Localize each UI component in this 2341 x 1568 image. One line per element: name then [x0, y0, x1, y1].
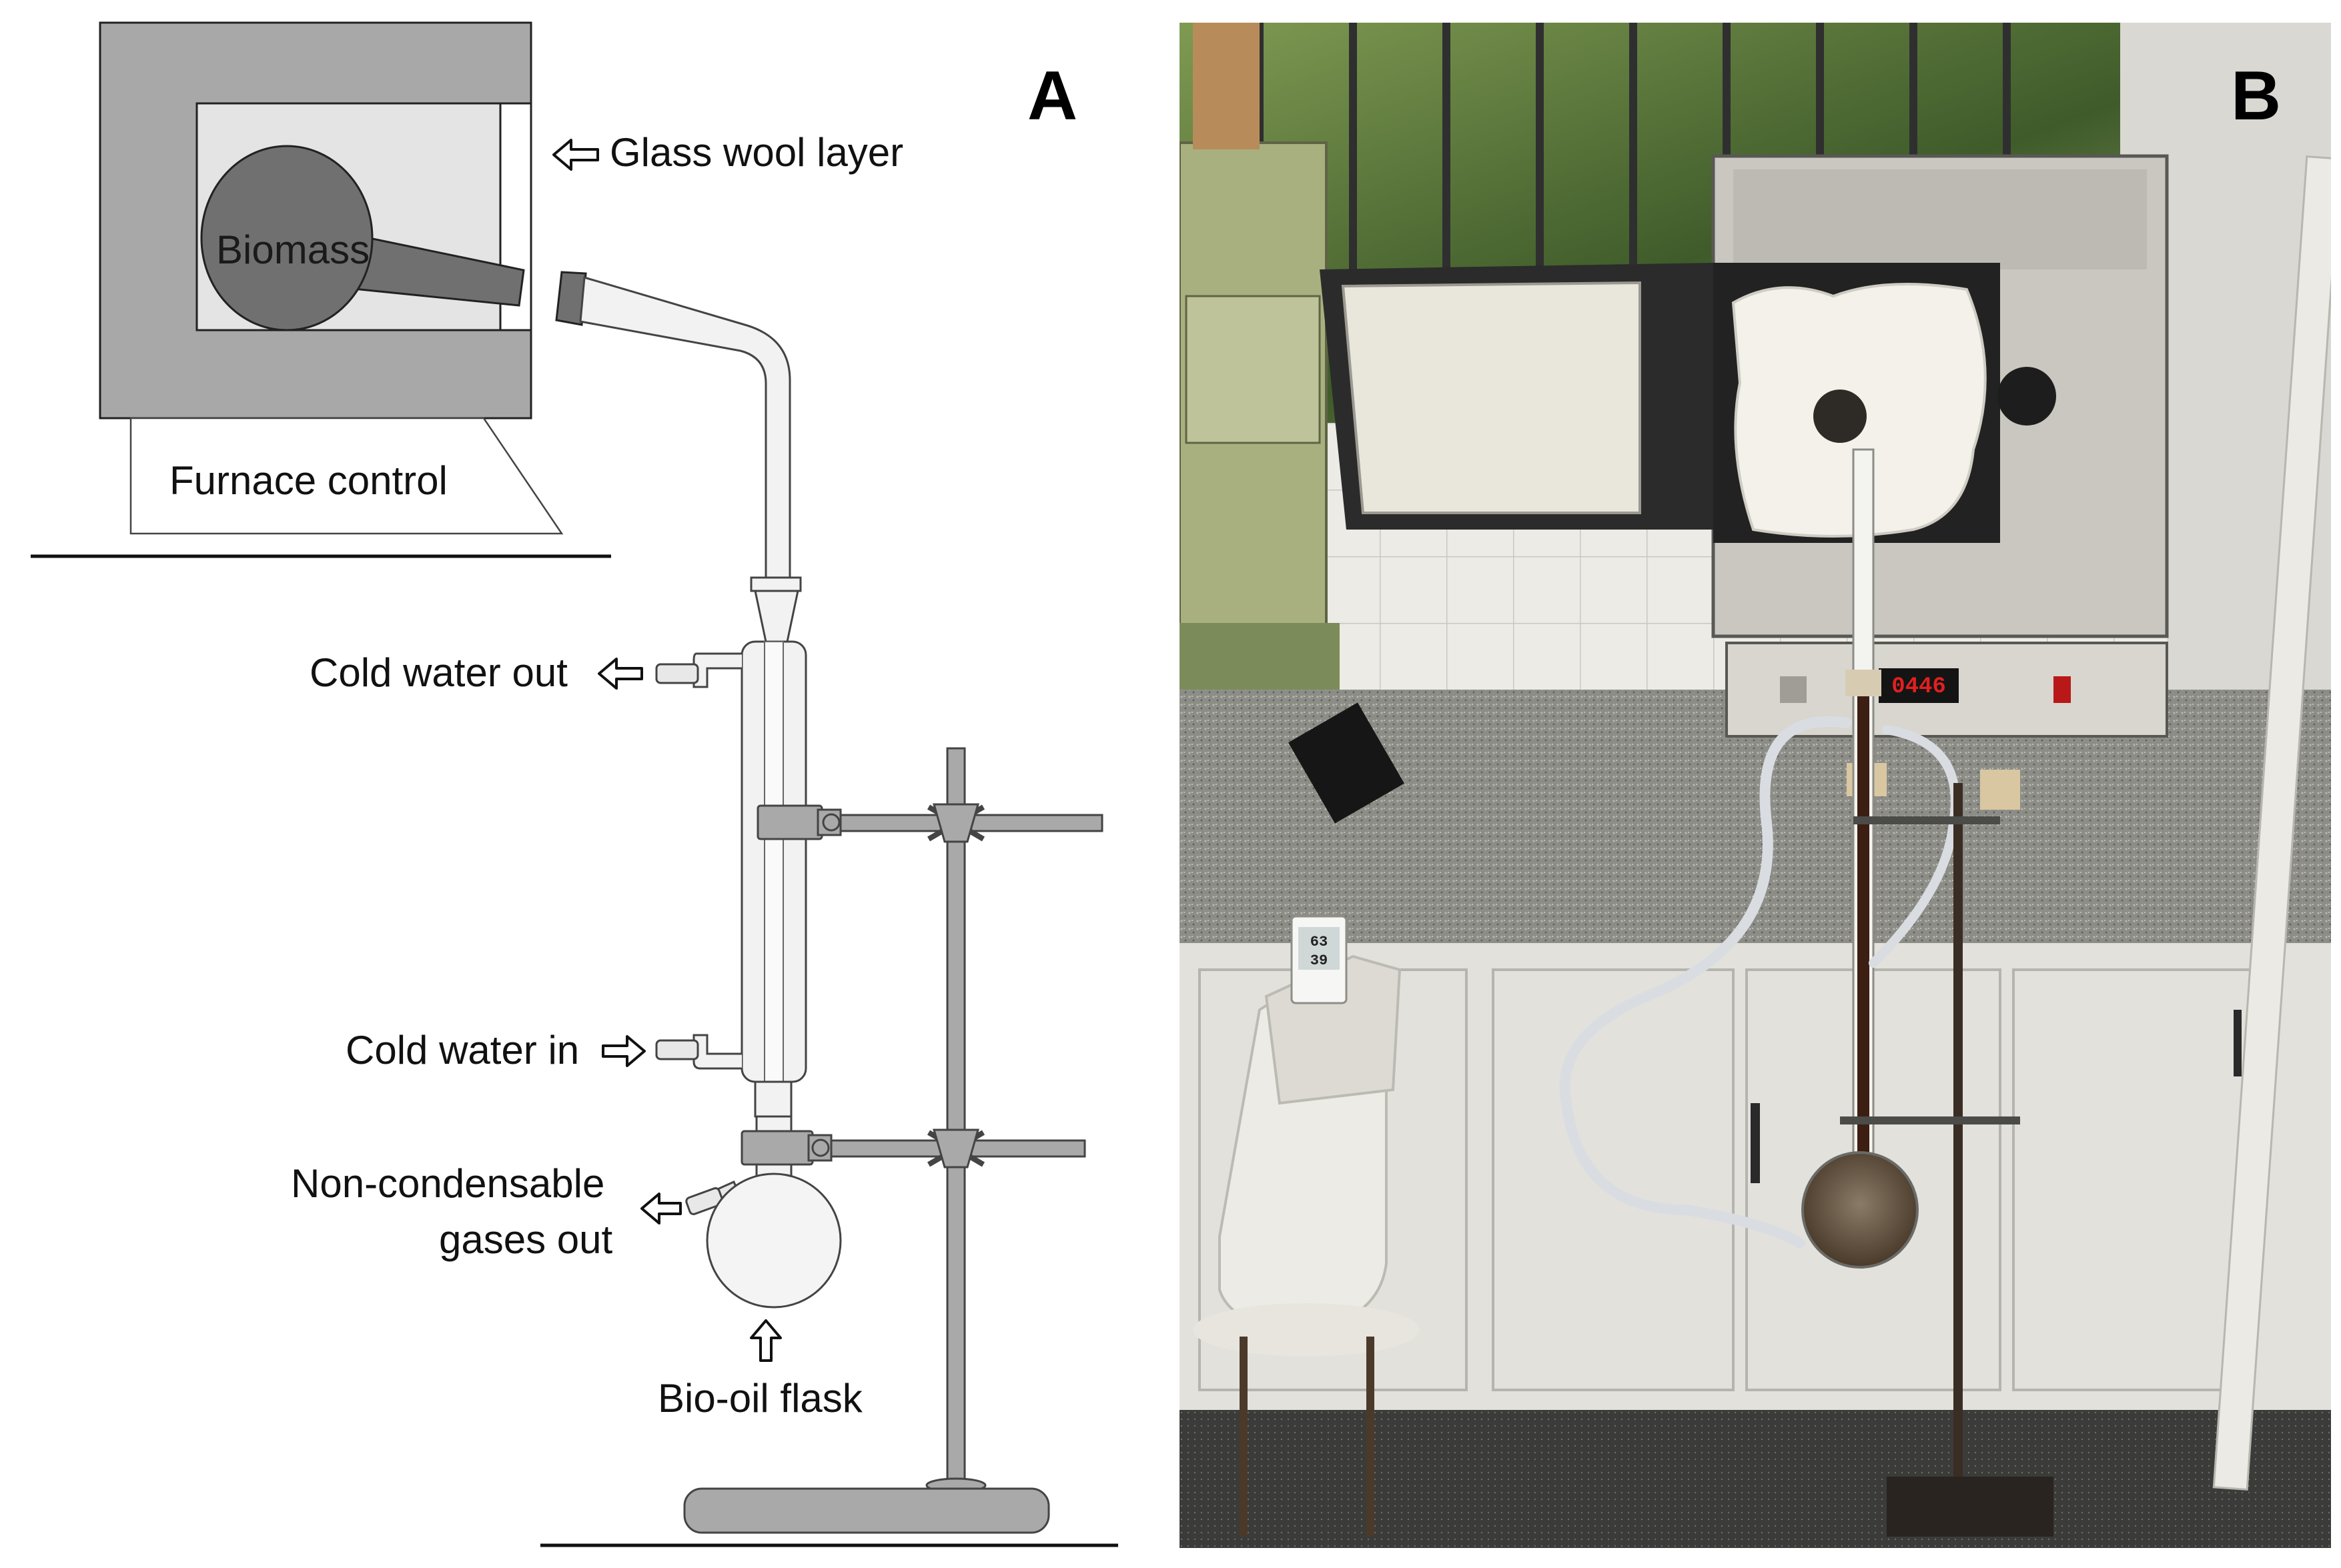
- lab-photo: 0446 63: [1180, 23, 2331, 1548]
- furnace-display: 0446: [1891, 674, 1946, 700]
- glass-wool-arrow-icon: [552, 139, 599, 171]
- water-in-hose-barb: [655, 1039, 699, 1060]
- biomass-flask: [200, 145, 374, 331]
- adapter-tube: [579, 276, 791, 579]
- condenser-inlet-neck: [754, 590, 799, 643]
- water-out-hose-barb: [655, 663, 699, 684]
- cold-water-out-label: Cold water out: [310, 650, 568, 695]
- panel-letter-b: B: [2231, 57, 2282, 135]
- upper-clamp-holder: [927, 803, 985, 843]
- cold-water-in-arrow-icon: [602, 1035, 646, 1067]
- flask-up-arrow-icon: [750, 1319, 782, 1362]
- thermo-bottom: 39: [1310, 952, 1328, 969]
- ring-stand-rod: [1953, 783, 1963, 1530]
- gas-hose-barb: [685, 1187, 724, 1215]
- upper-condenser-clamp: [757, 804, 842, 840]
- biomass-label: Biomass: [216, 227, 370, 272]
- cold-water-in-label: Cold water in: [346, 1028, 580, 1072]
- condenser-outlet: [754, 1080, 793, 1118]
- furnace-knob: [1997, 367, 2056, 426]
- water-in-nozzle: [692, 1034, 742, 1070]
- furnace-display-bg: [1879, 668, 1959, 703]
- collection-flask: [1801, 1151, 1919, 1269]
- water-tubing: [1559, 716, 1852, 1249]
- stand-rod: [946, 747, 966, 1489]
- thermo-top: 63: [1310, 934, 1328, 950]
- bio-oil-flask: [706, 1172, 842, 1309]
- photo-panel: 0446 63: [1180, 23, 2331, 1548]
- furnace-control-label: Furnace control: [169, 458, 448, 503]
- door-frame: [2212, 155, 2331, 1491]
- condenser-joint-top: [750, 576, 802, 592]
- stand-base: [683, 1487, 1050, 1534]
- non-condensable-label-line2: gases out: [439, 1217, 613, 1262]
- lower-flask-clamp: [741, 1130, 833, 1166]
- cardboard-box: [1193, 23, 1260, 149]
- retort-joint: [555, 271, 587, 326]
- condenser-inner-tube: [764, 641, 784, 1082]
- furnace-control-box: [129, 417, 564, 535]
- lower-clamp-holder: [927, 1128, 985, 1168]
- floor: [1180, 1410, 2331, 1548]
- schematic-diagram: [31, 21, 1118, 1547]
- gas-out-arrow-icon: [640, 1193, 682, 1225]
- panel-letter-a: A: [1027, 57, 1078, 135]
- cold-water-out-arrow-icon: [598, 658, 643, 690]
- non-condensable-label-line1: Non-condensable: [291, 1161, 605, 1206]
- glass-wool-label: Glass wool layer: [610, 130, 904, 175]
- ring-stand-base: [1887, 1477, 2053, 1537]
- bio-oil-flask-label: Bio-oil flask: [658, 1376, 863, 1421]
- water-out-nozzle: [692, 652, 742, 688]
- glass-wool-layer: [499, 102, 532, 331]
